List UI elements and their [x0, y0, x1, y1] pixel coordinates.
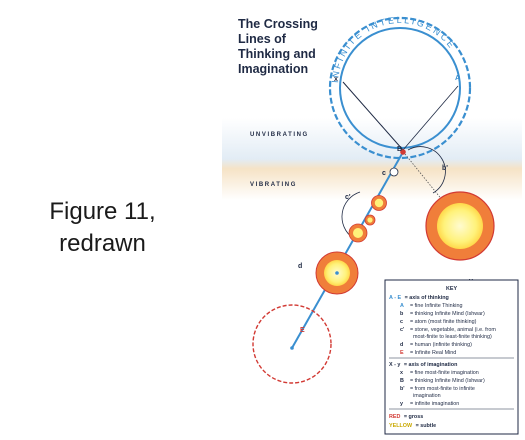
inner-circle: [339, 27, 461, 149]
figure-caption: Figure 11, redrawn: [0, 196, 205, 260]
point-b: [400, 149, 406, 155]
key-imagination-prefix: X - y: [389, 362, 400, 368]
label-c-prime: c': [345, 194, 351, 201]
b-prime-arc: [407, 146, 446, 194]
thinking-axis-line: [291, 151, 404, 349]
key-imagination-text-3: imagination: [413, 393, 441, 399]
key-thinking-sym-0: A: [400, 303, 404, 309]
key-imagination-sym-0: x: [400, 370, 403, 376]
key-box: KEY A - E = axis of thinking A = fine In…: [384, 279, 519, 435]
key-thinking-sym-3: c': [400, 327, 404, 333]
outer-dashed-circle: [328, 16, 472, 160]
key-legend-yellow: YELLOW = subtle: [389, 423, 436, 429]
infinite-real-mind-e-circle: [252, 304, 332, 384]
title-line-4: Imagination: [238, 62, 308, 76]
imagination-axis-line: [342, 81, 404, 151]
key-thinking-sym-5: d: [400, 342, 403, 348]
key-imagination-sym-2: b': [400, 386, 405, 392]
key-legend-red: RED = gross: [389, 414, 423, 420]
key-imagination-header: X - y = axis of imagination: [389, 362, 457, 368]
key-thinking-sym-2: c: [400, 319, 403, 325]
label-a: A: [455, 75, 460, 82]
key-thinking-text-1: = thinking Infinite Mind (Ishwar): [410, 311, 485, 317]
key-imagination-sym-4: y: [400, 401, 403, 407]
label-d: d: [298, 263, 302, 270]
key-thinking-text-6: = Infinite Real Mind: [410, 350, 456, 356]
key-title: KEY: [446, 286, 457, 292]
band-label-unvibrating: UNVIBRATING: [250, 132, 309, 138]
key-imagination-text-0: = fine most-finite imagination: [410, 370, 479, 376]
label-e: E: [300, 327, 305, 334]
label-x: x: [334, 76, 338, 83]
atom-c-circle: [389, 167, 399, 177]
band-label-vibrating: VIBRATING: [250, 182, 297, 188]
human-d-circle: [315, 251, 359, 295]
key-thinking-sym-6: E: [400, 350, 404, 356]
key-red-text: = gross: [404, 414, 423, 420]
infinite-intelligence-arc-text: INFINITE INTELLIGENCE: [330, 15, 458, 83]
key-imagination-sym-1: B: [400, 378, 404, 384]
label-c: c: [382, 170, 386, 177]
title-line-1: The Crossing: [238, 17, 318, 31]
caption-line-1: Figure 11,: [49, 198, 156, 225]
band-background: [222, 118, 522, 200]
key-imagination-text-2: = from most-finite to infinite: [410, 386, 475, 392]
caption-line-2: redrawn: [59, 230, 146, 257]
key-yellow-word: YELLOW: [389, 423, 413, 429]
key-thinking-header: A - E = axis of thinking: [389, 295, 449, 301]
arc-text-span: INFINITE INTELLIGENCE: [330, 15, 458, 83]
key-imagination-suffix: = axis of imagination: [404, 362, 457, 368]
c-prime-arc: [341, 191, 361, 239]
diagram-title: The Crossing Lines of Thinking and Imagi…: [238, 17, 318, 76]
key-thinking-text-0: = fine Infinite Thinking: [410, 303, 463, 309]
title-line-2: Lines of: [238, 32, 287, 46]
title-line-3: Thinking and: [238, 47, 316, 61]
key-yellow-text: = subtle: [416, 423, 437, 429]
key-thinking-sym-1: b: [400, 311, 404, 317]
key-red-word: RED: [389, 414, 400, 420]
key-imagination-text-1: = thinking Infinite Mind (Ishwar): [410, 378, 485, 384]
imagination-axis-tangent: [402, 85, 459, 151]
imagination-y-circle: [425, 191, 495, 261]
e-center-dot: [290, 346, 294, 350]
label-b: B: [397, 146, 402, 153]
label-b-prime: b': [442, 165, 448, 172]
c-prime-circles: [348, 195, 387, 243]
key-thinking-prefix: A - E: [389, 295, 401, 301]
key-thinking-text-3: = stone, vegetable, animal (i.e. from: [410, 327, 496, 333]
key-thinking-text-2: = atom (most finite thinking): [410, 319, 477, 325]
key-thinking-text-4: most-finite to least-finite thinking): [413, 334, 492, 340]
key-thinking-text-5: = human (infinite thinking): [410, 342, 472, 348]
key-thinking-suffix: = axis of thinking: [405, 295, 449, 301]
key-imagination-text-4: = infinite imagination: [410, 401, 459, 407]
